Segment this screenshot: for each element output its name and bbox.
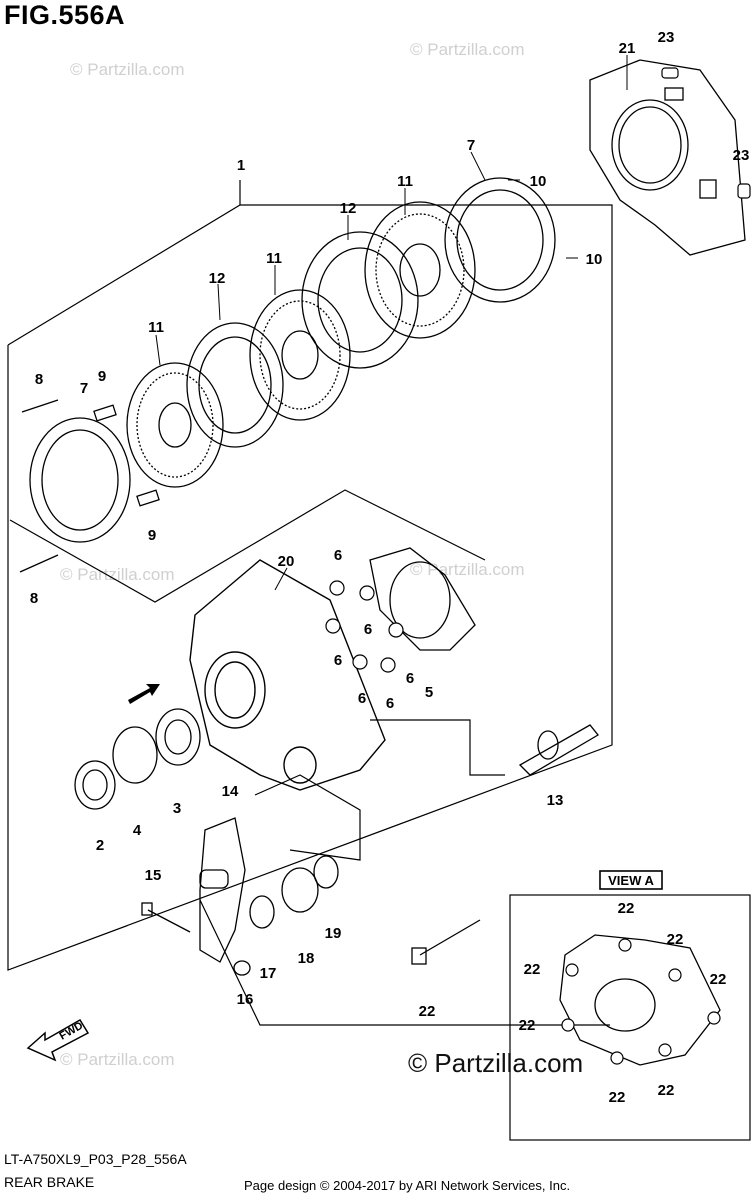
watermark-faint: © Partzilla.com (60, 1050, 175, 1069)
callout-21: 21 (619, 40, 636, 57)
callout-8: 8 (30, 590, 38, 607)
assembly-1-outline (7, 204, 613, 971)
callout-19: 19 (325, 925, 342, 942)
spring-9 (93, 404, 160, 507)
callout-22: 22 (667, 931, 684, 948)
bolt-15 (141, 902, 191, 933)
callout-22: 22 (658, 1082, 675, 1099)
figure-title: FIG.556A (4, 0, 126, 30)
fwd-arrow-icon: FWD (26, 1018, 90, 1062)
callout-15: 15 (145, 867, 162, 884)
ball-6 (325, 580, 404, 673)
callout-13: 13 (547, 792, 564, 809)
pin-8 (19, 399, 59, 573)
callout-14: 14 (222, 783, 239, 800)
callout-6: 6 (334, 547, 342, 564)
plate-7-upper (444, 177, 556, 303)
callout-23: 23 (733, 147, 750, 164)
callout-8: 8 (35, 371, 43, 388)
callout-11: 11 (397, 173, 413, 190)
callout-3: 3 (173, 800, 181, 817)
callout-6: 6 (364, 621, 372, 638)
watermark-faint: © Partzilla.com (70, 60, 185, 79)
view-a-label-box (599, 870, 663, 890)
brake-lever-14 (199, 817, 246, 963)
callout-1: 1 (237, 157, 245, 174)
view-a-label: VIEW A (608, 873, 654, 888)
callout-4: 4 (133, 822, 142, 839)
callout-22: 22 (419, 1003, 436, 1020)
view-a-bolt-holes (561, 938, 721, 1065)
direction-arrow-icon (128, 684, 160, 704)
page-credit: Page design © 2004-2017 by ARI Network S… (244, 1178, 571, 1193)
callout-9: 9 (148, 527, 156, 544)
friction-disc-11-lower (126, 362, 224, 488)
gasket-21 (589, 59, 746, 256)
return-spring-18 (281, 867, 319, 913)
callout-22: 22 (519, 1017, 536, 1034)
callout-10: 10 (586, 251, 603, 268)
section-name: REAR BRAKE (4, 1174, 95, 1190)
callout-18: 18 (298, 950, 315, 967)
view-a-frame (509, 894, 751, 1141)
seal-19 (313, 855, 339, 889)
callout-23: 23 (658, 29, 675, 46)
circlip-4 (112, 726, 158, 784)
bolt-22 (411, 919, 481, 965)
bearing-3 (155, 708, 201, 766)
watermark-faint: © Partzilla.com (60, 565, 175, 584)
callout-22: 22 (710, 971, 727, 988)
dowel-pin-23 (661, 67, 751, 199)
callout-6: 6 (358, 690, 366, 707)
callout-22: 22 (618, 900, 635, 917)
model-code: LT-A750XL9_P03_P28_556A (4, 1151, 187, 1167)
callout-17: 17 (260, 965, 277, 982)
callout-22: 22 (609, 1089, 626, 1106)
callout-5: 5 (425, 684, 433, 701)
callout-16: 16 (237, 991, 254, 1008)
cam-plate-5 (369, 547, 476, 651)
callout-6: 6 (386, 695, 394, 712)
callout-9: 9 (98, 368, 106, 385)
watermark-faint: © Partzilla.com (410, 560, 525, 579)
plate-12-lower (186, 322, 284, 448)
callout-12: 12 (209, 270, 226, 287)
brake-housing-20 (189, 559, 386, 791)
partzilla-watermark: © Partzilla.com (408, 1048, 584, 1078)
callout-22: 22 (524, 961, 541, 978)
disc-group-outline (9, 489, 486, 603)
watermark-faint: © Partzilla.com (410, 40, 525, 59)
callout-10: 10 (530, 173, 547, 190)
plate-7-lower (29, 417, 131, 543)
callout-7: 7 (80, 380, 88, 397)
oil-seal-2 (74, 760, 116, 810)
callout-6: 6 (406, 670, 414, 687)
brake-shaft-13 (518, 724, 599, 776)
callout-7: 7 (467, 137, 475, 154)
friction-disc-11-upper (364, 201, 476, 339)
washer-17 (249, 895, 275, 929)
callout-20: 20 (278, 553, 295, 570)
callout-6: 6 (334, 652, 342, 669)
friction-disc-11-middle (249, 289, 351, 421)
nut-16 (233, 960, 251, 976)
callout-11: 11 (148, 319, 164, 336)
callout-12: 12 (340, 200, 357, 217)
view-a-cover (559, 934, 721, 1066)
callout-2: 2 (96, 837, 104, 854)
plate-12-upper (301, 231, 419, 369)
callout-11: 11 (266, 250, 282, 267)
